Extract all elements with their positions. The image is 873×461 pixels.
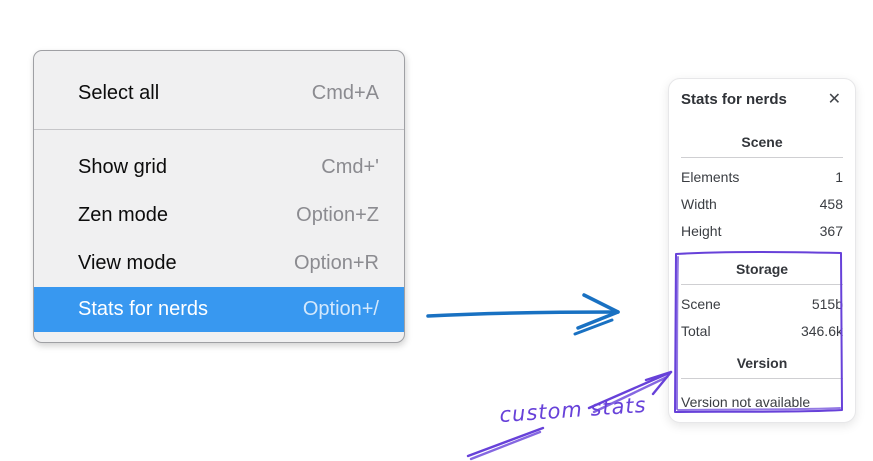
stats-panel-title: Stats for nerds (681, 91, 787, 108)
scene-rows: Elements 1 Width 458 Height 367 (681, 164, 843, 245)
menu-group: Show grid Cmd+' Zen mode Option+Z View m… (34, 130, 404, 332)
menu-item-view-mode[interactable]: View mode Option+R (34, 239, 404, 287)
stats-panel: Stats for nerds ✕ Scene Elements 1 Width… (668, 78, 856, 423)
stat-value: 458 (819, 196, 843, 212)
section-header-version: Version (736, 355, 788, 371)
stat-row-total: Total 346.6k (681, 318, 843, 345)
stat-label: Scene (681, 296, 721, 312)
close-icon[interactable]: ✕ (827, 90, 841, 108)
section-divider (681, 284, 843, 285)
menu-item-zen-mode[interactable]: Zen mode Option+Z (34, 191, 404, 239)
menu-item-label: Select all (78, 81, 160, 104)
context-menu: Select all Cmd+A Show grid Cmd+' Zen mod… (33, 50, 405, 343)
menu-divider (34, 129, 404, 130)
stat-label: Elements (681, 169, 740, 185)
section-header-scene: Scene (741, 134, 783, 150)
menu-item-label: View mode (78, 251, 177, 274)
menu-item-label: Zen mode (78, 203, 169, 226)
menu-item-label: Stats for nerds (78, 298, 209, 320)
menu-item-stats-for-nerds[interactable]: Stats for nerds Option+/ (34, 287, 404, 332)
section-divider (681, 157, 843, 158)
section-divider (681, 378, 843, 379)
stats-panel-titlebar: Stats for nerds ✕ (681, 91, 843, 108)
stat-label: Total (681, 323, 711, 339)
stat-value: 346.6k (800, 323, 843, 339)
menu-item-label: Show grid (78, 155, 167, 178)
stat-value: 367 (819, 223, 843, 239)
stat-row-width: Width 458 (681, 191, 843, 218)
storage-rows: Scene 515b Total 346.6k (681, 291, 843, 345)
menu-item-show-grid[interactable]: Show grid Cmd+' (34, 143, 404, 191)
blue-arrow (426, 293, 620, 336)
stat-row-scene: Scene 515b (681, 291, 843, 318)
menu-item-shortcut: Option+Z (296, 203, 379, 226)
stat-value: 515b (811, 296, 843, 312)
stat-row-elements: Elements 1 (681, 164, 843, 191)
section-header-storage: Storage (735, 261, 789, 277)
menu-item-select-all[interactable]: Select all Cmd+A (34, 57, 404, 129)
menu-item-shortcut: Cmd+' (321, 155, 379, 178)
stat-label: Width (681, 196, 717, 212)
stat-value: 1 (835, 169, 843, 185)
stat-row-height: Height 367 (681, 218, 843, 245)
custom-stats-annotation-label: custom stats (498, 392, 648, 428)
stat-label: Height (681, 223, 722, 239)
menu-item-shortcut: Cmd+A (311, 81, 379, 104)
version-note: Version not available (681, 394, 811, 410)
menu-item-shortcut: Option+/ (302, 298, 379, 320)
menu-item-shortcut: Option+R (293, 251, 379, 274)
